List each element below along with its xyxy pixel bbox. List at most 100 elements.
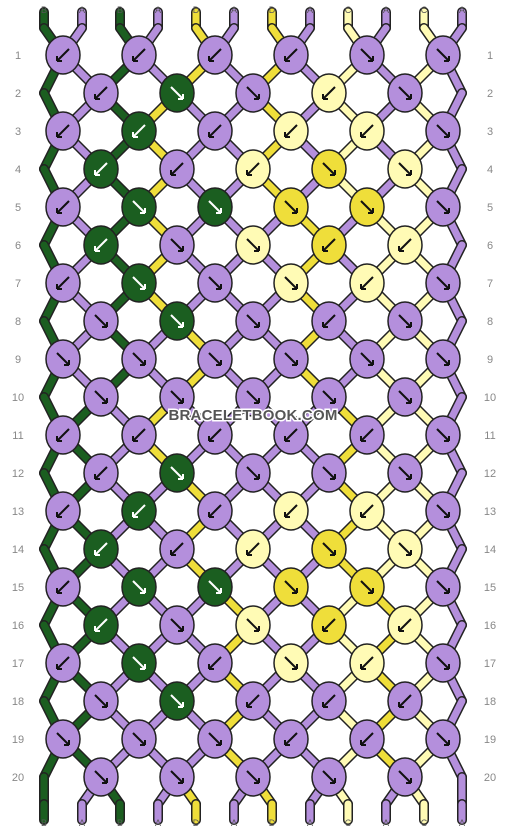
knot [159,225,195,265]
knot-arrow-head [406,398,412,404]
knot-arrow-head [254,626,260,632]
knot-arrow-head [140,284,146,290]
knot [121,719,157,759]
knot [349,415,385,455]
knot-arrow-head [246,550,252,556]
knot-arrow-shaft [170,86,184,100]
knot-arrow-head [56,208,62,214]
knot-arrow-shaft [208,124,222,138]
knot-arrow-shaft [284,124,298,138]
knot [387,453,423,493]
knot-arrow-shaft [322,390,336,404]
knot-arrow-head [284,56,290,62]
knot [273,643,309,683]
knot-arrow-head [208,436,214,442]
strand-label-top: B [117,5,123,15]
knot [83,301,119,341]
knot [235,149,271,189]
knot-arrow-head [444,360,450,366]
knot-arrow-head [94,246,100,252]
knot [349,263,385,303]
knot-arrow-shaft [246,770,260,784]
knot [311,377,347,417]
knot [121,111,157,151]
knot-arrow-shaft [398,162,412,176]
row-label-left: 2 [15,88,21,100]
strand-label-bottom: A [155,818,161,828]
knot-arrow-head [406,474,412,480]
knot [311,149,347,189]
row-label-left: 3 [15,126,21,138]
knot-arrow-head [368,56,374,62]
knot-arrow-shaft [208,200,222,214]
knot [425,567,461,607]
knot-arrow-head [178,778,184,784]
knot-arrow-shaft [56,352,70,366]
knot-arrow-head [254,778,260,784]
knot-arrow-shaft [132,580,146,594]
knot-arrow-shaft [436,48,450,62]
knot-arrow-shaft [132,428,146,442]
row-label-left: 12 [12,468,24,480]
knot [425,339,461,379]
knot [425,111,461,151]
row-label-left: 8 [15,316,21,328]
knot-arrow-shaft [246,542,260,556]
knot [83,453,119,493]
knot-arrow-head [56,664,62,670]
knot-arrow-shaft [360,504,374,518]
knot-arrow-head [132,132,138,138]
knot-arrow-head [292,284,298,290]
knot [121,491,157,531]
knot-arrow-head [140,588,146,594]
knot-arrow-head [132,56,138,62]
row-label-left: 6 [15,240,21,252]
knot-arrow-head [56,436,62,442]
knot-arrow-head [94,170,100,176]
knot-arrow-shaft [322,162,336,176]
knot-arrow-shaft [246,238,260,252]
knot-arrow-shaft [170,466,184,480]
knot [45,263,81,303]
knot-arrow-head [360,664,366,670]
knot-arrow-head [330,550,336,556]
knot-arrow-head [406,550,412,556]
knot-arrow-shaft [132,276,146,290]
knot [425,35,461,75]
row-label-right: 14 [484,544,496,556]
knot-arrow-head [292,360,298,366]
knot-arrow-head [254,474,260,480]
row-label-left: 18 [12,696,24,708]
knot-arrow-shaft [360,656,374,670]
knot-arrow-shaft [284,428,298,442]
knot-arrow-shaft [170,694,184,708]
knot [83,149,119,189]
knot-arrow-head [368,360,374,366]
knot [197,35,233,75]
knot-arrow-head [322,626,328,632]
knot [197,111,233,151]
knot-arrow-head [360,512,366,518]
knot-arrow-head [246,702,252,708]
knot-arrow-head [330,398,336,404]
strand-label-top: A [383,5,389,15]
knot-arrow-head [444,56,450,62]
knot-arrow-head [64,360,70,366]
knot-arrow-shaft [436,200,450,214]
knot-arrow-head [284,512,290,518]
knot-arrow-head [284,740,290,746]
knot-arrow-shaft [360,48,374,62]
knot [197,187,233,227]
row-label-right: 3 [487,126,493,138]
knot-arrow-shaft [322,314,336,328]
knot-arrow-head [208,56,214,62]
knot-arrow-head [406,778,412,784]
strand-label-bottom: A [459,818,465,828]
knot-arrow-head [368,588,374,594]
strand-label-bottom: C [345,818,352,828]
knot-arrow-shaft [436,428,450,442]
knot [273,491,309,531]
row-label-left: 19 [12,734,24,746]
row-label-left: 1 [15,50,21,62]
